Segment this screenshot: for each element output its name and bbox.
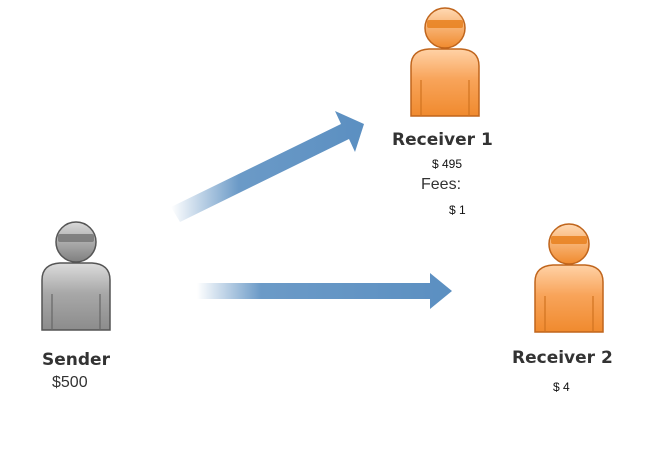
- receiver-1-fees-amount: $ 1: [449, 203, 466, 217]
- receiver-1-fees-label: Fees:: [421, 176, 462, 193]
- person-orange-icon: [527, 222, 611, 336]
- sender-amount: $500: [52, 374, 88, 391]
- arrow-to-receiver-1: [171, 111, 364, 222]
- receiver-1-name: Receiver 1: [392, 130, 493, 150]
- receiver-2-name: Receiver 2: [512, 348, 613, 368]
- sender-name: Sender: [42, 350, 110, 370]
- arrow-to-receiver-2: [197, 273, 452, 309]
- receiver-1-amount: $ 495: [432, 157, 463, 171]
- person-orange-icon: [403, 6, 487, 120]
- receiver-2-amount: $ 4: [553, 380, 570, 394]
- person-gray-icon: [34, 220, 118, 334]
